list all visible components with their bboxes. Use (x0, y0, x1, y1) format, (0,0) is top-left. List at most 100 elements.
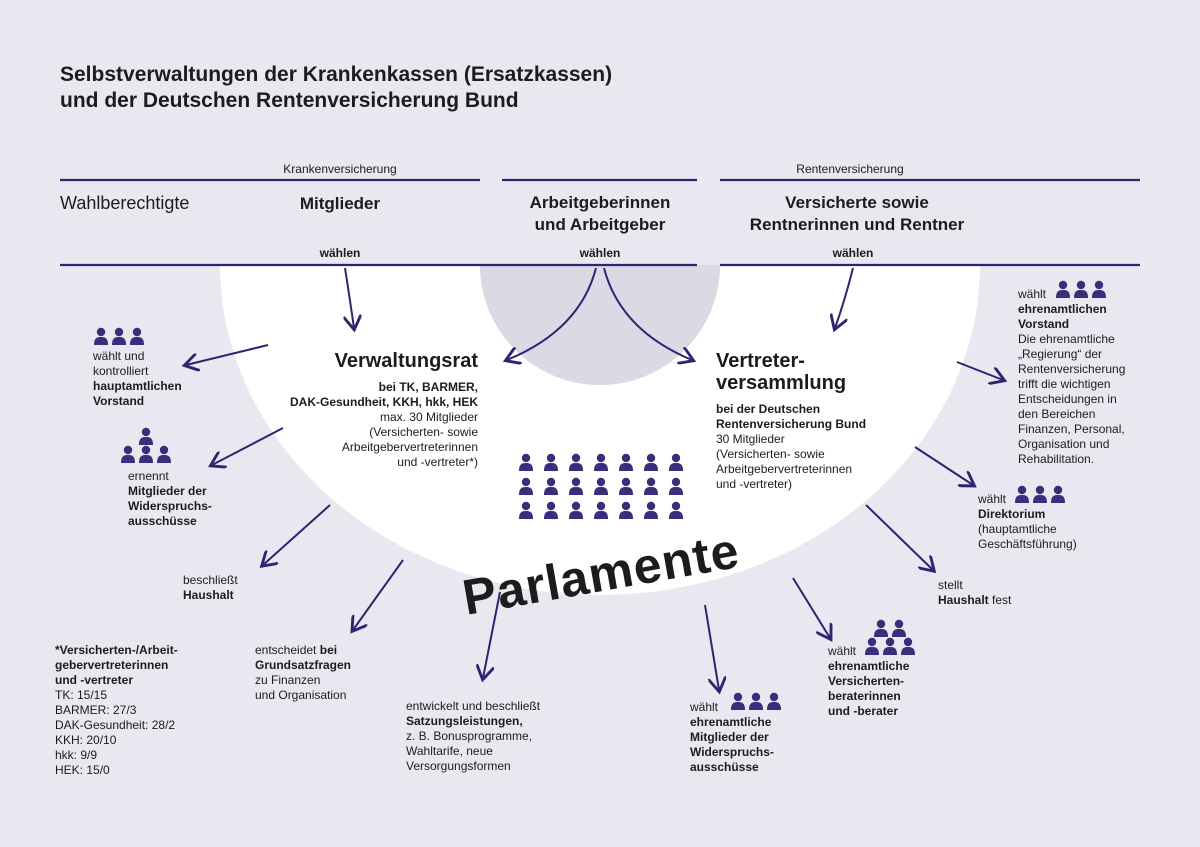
right-note-vorstand: wählt ehrenamtlichen Vorstand Die ehrena… (1018, 287, 1125, 467)
vv-l1: bei der Deutschen (716, 402, 821, 416)
versicherte-label: Versicherte sowie Rentnerinnen und Rentn… (712, 192, 1002, 236)
footnote-row: KKH: 20/10 (55, 733, 117, 747)
right-e-l5: ausschüsse (690, 760, 759, 774)
section-kv: Krankenversicherung (283, 162, 397, 176)
right-d-l5: und -berater (828, 704, 899, 718)
right-c-l1: stellt (938, 578, 963, 592)
right-d-l2: ehrenamtliche (828, 659, 910, 673)
arrow-r2 (914, 446, 973, 485)
left-d-l1: entscheidet (255, 643, 317, 657)
left-e-l5: Versorgungsformen (406, 759, 511, 773)
versicherte-l1: Versicherte sowie (785, 193, 929, 212)
vr-l1: bei TK, BARMER, (378, 380, 478, 394)
vr-l4: (Versicherten- sowie (369, 425, 478, 439)
vv-l5: Arbeitgebervertreterinnen (716, 462, 853, 476)
left-d-l3: zu Finanzen (255, 673, 321, 687)
left-d-l4: und Organisation (255, 688, 347, 702)
vr-l2: DAK-Gesundheit, KKH, hkk, HEK (289, 395, 478, 409)
arrow-l2 (212, 427, 284, 465)
right-note-berater: wählt ehrenamtliche Versicherten- berate… (828, 644, 909, 719)
versicherte-l2: Rentnerinnen und Rentner (749, 215, 965, 234)
arrow-l3 (263, 504, 331, 565)
waehlen-1: wählen (319, 246, 361, 260)
right-a-l6: Rentenversicherung (1018, 362, 1126, 376)
left-e-l1: entwickelt und beschließt (406, 699, 541, 713)
left-b-l3: Widerspruchs- (128, 499, 212, 513)
right-c-l2: Haushalt (938, 593, 989, 607)
footnote-l1: *Versicherten-/Arbeit- (55, 643, 178, 657)
vv-l3: 30 Mitglieder (716, 432, 785, 446)
left-b-l2: Mitglieder der (128, 484, 207, 498)
arrow-mitglieder (345, 267, 354, 328)
mitglieder-label: Mitglieder (299, 194, 381, 213)
left-a-l2: kontrolliert (93, 364, 149, 378)
footnote-l2: gebervertreterinnen (55, 658, 169, 672)
left-a-l3: hauptamtlichen (93, 379, 182, 393)
arrow-r1 (956, 361, 1003, 380)
waehlen-2: wählen (579, 246, 621, 260)
right-a-l5: „Regierung“ der (1018, 347, 1103, 361)
vv-title-l2: versammlung (716, 372, 847, 394)
right-c-l2b: fest (992, 593, 1012, 607)
right-a-l7: trifft die wichtigen (1018, 377, 1111, 391)
left-c-l1: beschließt (183, 573, 238, 587)
arbeitgeber-l2: und Arbeitgeber (534, 215, 666, 234)
wahlberechtigte-label: Wahlberechtigte (60, 193, 190, 213)
left-e-l2: Satzungsleistungen, (406, 714, 523, 728)
arbeitgeber-l1: Arbeitgeberinnen (529, 193, 671, 212)
right-a-l4: Die ehrenamtliche (1018, 332, 1115, 346)
vv-title-l1: Vertreter- (716, 350, 805, 372)
verwaltungsrat-title: Verwaltungsrat (334, 350, 478, 372)
left-note-satzung: entwickelt und beschließt Satzungsleistu… (406, 699, 540, 774)
left-d-l1b: bei (319, 643, 338, 657)
vertreterversammlung-block: Vertreter- versammlung bei der Deutschen… (716, 350, 916, 492)
right-b-l4: Geschäftsführung) (978, 537, 1077, 551)
left-c-l2: Haushalt (183, 588, 234, 602)
arrow-r3 (865, 504, 933, 570)
inner-arc (480, 265, 720, 385)
title-line-1: Selbstverwaltungen der Krankenkassen (Er… (60, 63, 613, 86)
left-note-vorstand: wählt und kontrolliert hauptamtlichen Vo… (93, 349, 182, 409)
right-a-l1: wählt (1018, 287, 1047, 301)
right-a-l9: den Bereichen (1018, 407, 1096, 421)
right-e-l1: wählt (690, 700, 719, 714)
vr-l3: max. 30 Mitglieder (379, 410, 478, 424)
left-e-l3: z. B. Bonusprogramme, (406, 729, 533, 743)
right-a-l10: Finanzen, Personal, (1018, 422, 1125, 436)
left-note-grundsatz: entscheidet bei Grundsatzfragen zu Finan… (255, 643, 351, 703)
vr-l6: und -vertreter*) (397, 455, 478, 469)
footnote-row: hkk: 9/9 (55, 748, 98, 762)
right-d-l1: wählt (828, 644, 857, 658)
left-e-l4: Wahltarife, neue (406, 744, 493, 758)
right-e-l3: Mitglieder der (690, 730, 769, 744)
title-line-2: und der Deutschen Rentenversicherung Bun… (60, 89, 519, 112)
section-rv: Rentenversicherung (796, 162, 904, 176)
page-title: Selbstverwaltungen der Krankenkassen (Er… (60, 62, 612, 114)
right-b-l1: wählt (978, 492, 1007, 506)
people-group-left-1 (94, 327, 144, 345)
vv-l6: und -vertreter) (716, 477, 793, 491)
right-a-l12: Rehabilitation. (1018, 452, 1095, 466)
arrow-r4 (792, 577, 830, 638)
right-e-l2: ehrenamtliche (690, 715, 772, 729)
footnote-row: HEK: 15/0 (55, 763, 110, 777)
right-b-l2: Direktorium (978, 507, 1046, 521)
arrow-ag-right (603, 267, 692, 360)
left-d-l2: Grundsatzfragen (255, 658, 352, 672)
verwaltungsrat-block: Verwaltungsrat bei TK, BARMER, DAK-Gesun… (250, 350, 478, 470)
vv-l4: (Versicherten- sowie (716, 447, 825, 461)
parliament-arc (220, 265, 980, 595)
arrow-r5 (704, 604, 719, 690)
left-b-l4: ausschüsse (128, 514, 197, 528)
arrow-l5 (483, 591, 501, 678)
footnote-l3: und -vertreter (55, 673, 134, 687)
arrow-l4 (353, 559, 404, 630)
arrow-l1 (186, 344, 269, 365)
right-b-l3: (hauptamtliche (978, 522, 1057, 536)
right-e-l4: Widerspruchs- (690, 745, 774, 759)
right-a-l8: Entscheidungen in (1018, 392, 1117, 406)
footnote-row: TK: 15/15 (55, 688, 108, 702)
right-note-haushalt: stellt Haushalt fest (938, 578, 1011, 608)
arbeitgeber-label: Arbeitgeberinnen und Arbeitgeber (500, 192, 700, 236)
